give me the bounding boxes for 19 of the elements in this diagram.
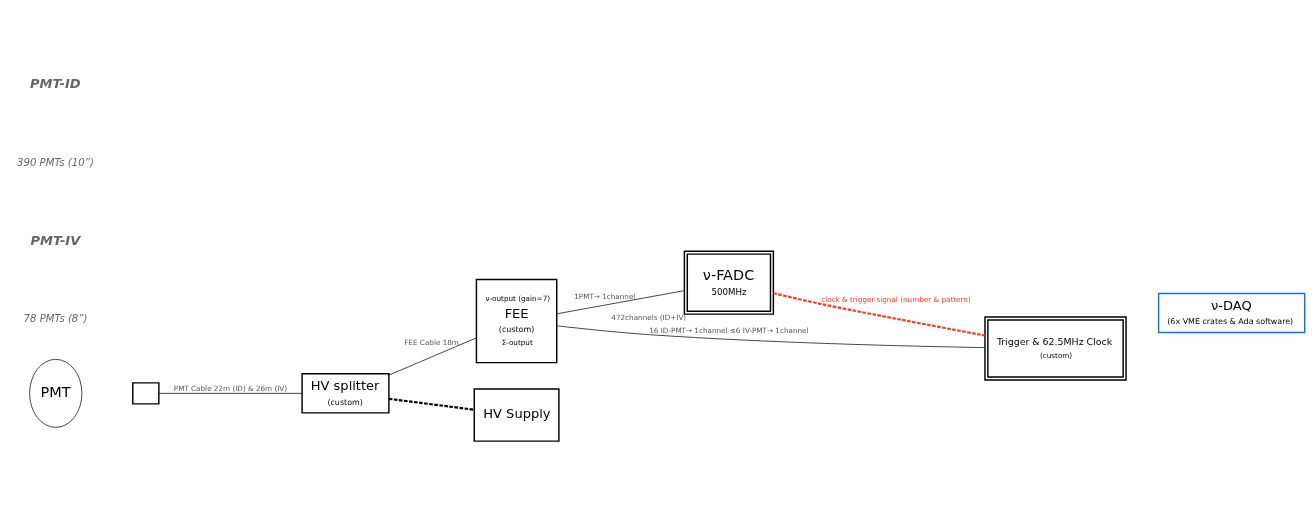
connector bbox=[556, 289, 685, 314]
connector bbox=[158, 392, 303, 394]
connector bbox=[388, 337, 477, 375]
connector bbox=[388, 397, 475, 411]
edge-label: FEE Cable 18m bbox=[404, 337, 459, 347]
label: 78 PMTs (8”) bbox=[23, 312, 88, 324]
node-box bbox=[132, 381, 160, 405]
edge-label: 16 ID-PMT→ 1channel ≤6 IV-PMT→ 1channel bbox=[649, 325, 809, 335]
node-ellipse: PMT bbox=[29, 358, 83, 428]
label: PMT-IV bbox=[30, 232, 81, 248]
label: PMT-ID bbox=[30, 75, 81, 91]
node-box: HV Supply bbox=[473, 387, 560, 442]
connector bbox=[556, 324, 985, 348]
connector bbox=[773, 291, 985, 337]
edge-label: 1PMT→ 1channel bbox=[574, 291, 636, 301]
edge-label: PMT Cable 22m (ID) & 26m (IV) bbox=[173, 383, 288, 393]
edge-label: clock & trigger-signal (number & pattern) bbox=[821, 294, 971, 304]
label: 390 PMTs (10”) bbox=[17, 156, 94, 168]
node-label: 472channels (ID+IV) bbox=[611, 312, 687, 322]
